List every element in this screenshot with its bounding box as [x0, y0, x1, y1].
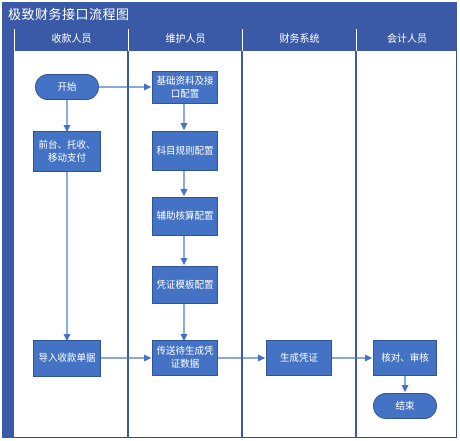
diagram-title: 极致财务接口流程图	[2, 2, 457, 29]
left-band	[2, 29, 14, 438]
end-node: 结束	[373, 393, 437, 419]
start-node: 开始	[35, 74, 99, 100]
lane-header-accounting: 会计人员	[356, 29, 457, 51]
lane-header-maintenance: 维护人员	[128, 29, 242, 51]
lane-divider	[241, 51, 243, 438]
basic-data-node: 基础资料及接口配置	[152, 71, 218, 104]
lane-divider	[355, 51, 357, 438]
generate-voucher-node: 生成凭证	[266, 340, 332, 376]
front-desk-node: 前台、托收、移动支付	[33, 131, 101, 172]
import-receipts-node: 导入收款单据	[33, 340, 101, 377]
voucher-template-node: 凭证模板配置	[152, 266, 218, 304]
lane-divider	[127, 51, 129, 438]
lane-header-finance-system: 财务系统	[242, 29, 356, 51]
review-node: 核对、审核	[373, 340, 437, 376]
subject-rules-node: 科目规则配置	[152, 131, 218, 171]
send-data-node: 传送待生成凭证数据	[152, 340, 218, 376]
aux-accounting-node: 辅助核算配置	[152, 197, 218, 236]
lane-header-collection: 收款人员	[14, 29, 128, 51]
